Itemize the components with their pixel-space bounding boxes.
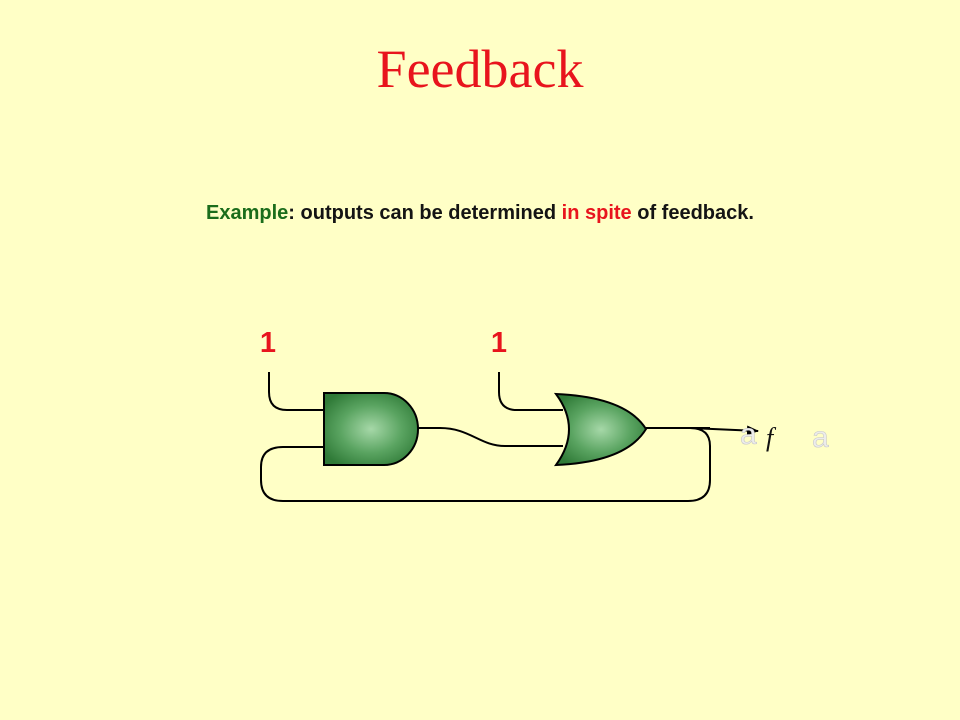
example-text-after: of feedback. (631, 202, 754, 224)
example-lead: Example (206, 202, 289, 224)
wire-output-arrow (689, 425, 759, 436)
example-colon: : (288, 202, 295, 224)
faint-label-a-1: a (740, 418, 757, 451)
example-text-before: outputs can be determined (294, 202, 562, 224)
input-label-or: 1 (491, 327, 507, 359)
example-emphasis: in spite (561, 202, 632, 224)
wire-feedback-loop (260, 427, 711, 502)
and-gate (323, 392, 419, 466)
or-gate (553, 392, 648, 467)
wire-or-input-1 (498, 372, 563, 411)
wire-and-input-1 (268, 372, 324, 411)
faint-label-a-2: a (812, 421, 829, 454)
slide-title: Feedback (376, 39, 584, 99)
wire-and-to-or (417, 427, 563, 447)
output-label-f: f (766, 423, 777, 452)
example-sentence: Example: outputs can be determined in sp… (0, 201, 960, 225)
input-label-and: 1 (260, 327, 276, 359)
circuit-wires (260, 372, 759, 502)
